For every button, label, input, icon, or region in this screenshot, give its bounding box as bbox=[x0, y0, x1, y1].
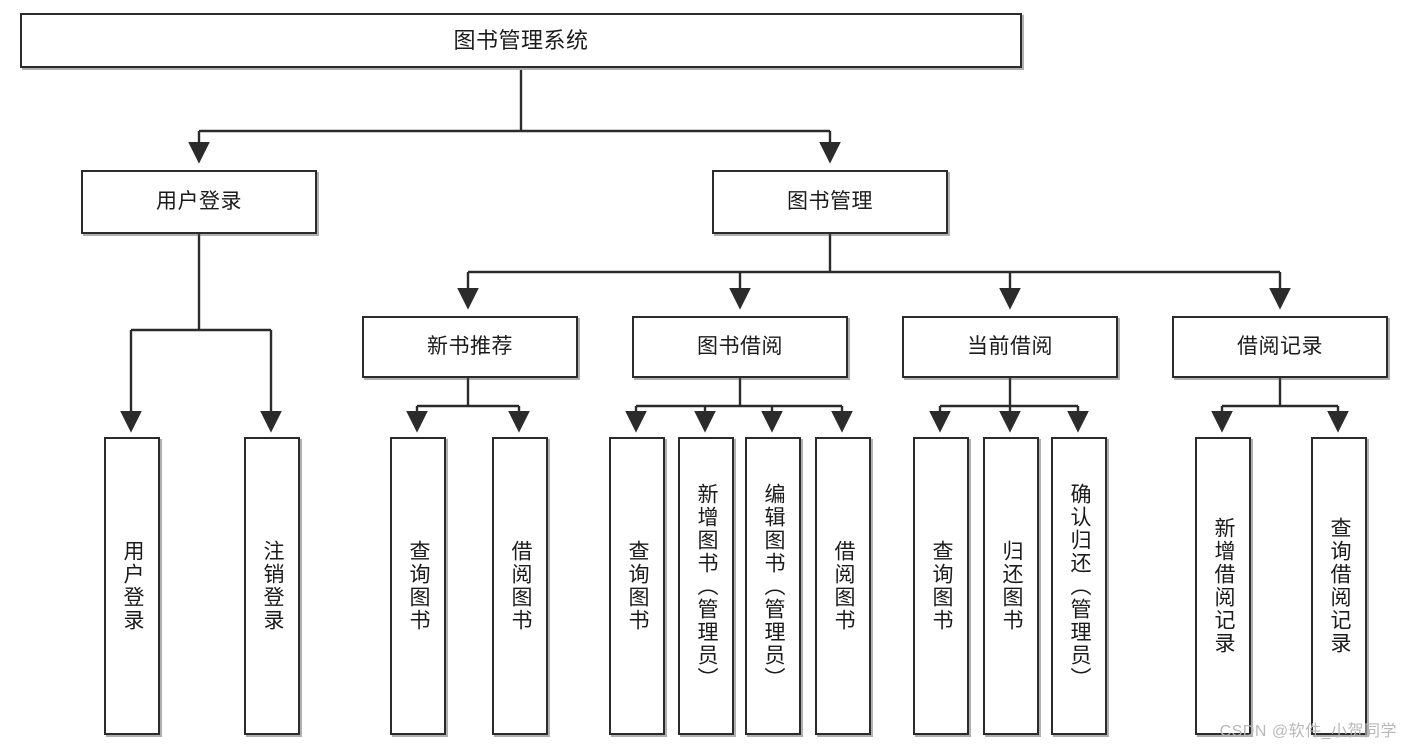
node-label: 新增图书（管理员） bbox=[695, 482, 719, 690]
node-label: 借阅记录 bbox=[1237, 334, 1323, 358]
node-label: 查询图书 bbox=[626, 540, 650, 632]
leaf-records-query-record[interactable]: 查询借阅记录 bbox=[1311, 437, 1367, 735]
node-label: 归还图书 bbox=[1000, 540, 1024, 632]
leaf-borrow-borrow-book[interactable]: 借阅图书 bbox=[815, 437, 871, 735]
node-label: 借阅图书 bbox=[832, 540, 856, 632]
node-book-borrow[interactable]: 图书借阅 bbox=[632, 316, 848, 378]
node-label: 当前借阅 bbox=[967, 334, 1053, 358]
node-book-management[interactable]: 图书管理 bbox=[712, 170, 948, 234]
node-label: 用户登录 bbox=[121, 540, 145, 632]
node-label: 新增借阅记录 bbox=[1212, 517, 1236, 655]
leaf-user-login[interactable]: 用户登录 bbox=[104, 437, 160, 735]
node-label: 图书借阅 bbox=[697, 334, 783, 358]
leaf-records-add-record[interactable]: 新增借阅记录 bbox=[1195, 437, 1251, 735]
leaf-borrow-query-book[interactable]: 查询图书 bbox=[609, 437, 665, 735]
node-current-borrow[interactable]: 当前借阅 bbox=[902, 316, 1118, 378]
node-label: 借阅图书 bbox=[509, 540, 533, 632]
watermark-text: CSDN @软件_小贺同学 bbox=[1219, 723, 1397, 740]
leaf-newbook-query-book[interactable]: 查询图书 bbox=[390, 437, 446, 735]
leaf-current-return-book[interactable]: 归还图书 bbox=[983, 437, 1039, 735]
node-label: 图书管理系统 bbox=[453, 27, 589, 53]
node-label: 确认归还（管理员） bbox=[1068, 482, 1092, 690]
node-new-book-recommend[interactable]: 新书推荐 bbox=[362, 316, 578, 378]
node-label: 编辑图书（管理员） bbox=[762, 482, 786, 690]
leaf-newbook-borrow-book[interactable]: 借阅图书 bbox=[492, 437, 548, 735]
leaf-current-confirm-return-admin[interactable]: 确认归还（管理员） bbox=[1051, 437, 1107, 735]
leaf-borrow-edit-book-admin[interactable]: 编辑图书（管理员） bbox=[745, 437, 801, 735]
node-label: 查询图书 bbox=[930, 540, 954, 632]
node-label: 注销登录 bbox=[261, 540, 285, 632]
node-label: 查询图书 bbox=[407, 540, 431, 632]
node-label: 图书管理 bbox=[787, 189, 873, 213]
leaf-user-logout[interactable]: 注销登录 bbox=[244, 437, 300, 735]
node-root-system[interactable]: 图书管理系统 bbox=[20, 13, 1022, 68]
leaf-current-query-book[interactable]: 查询图书 bbox=[913, 437, 969, 735]
node-borrow-records[interactable]: 借阅记录 bbox=[1172, 316, 1388, 378]
node-label: 用户登录 bbox=[156, 189, 242, 213]
node-label: 新书推荐 bbox=[427, 334, 513, 358]
leaf-borrow-add-book-admin[interactable]: 新增图书（管理员） bbox=[678, 437, 734, 735]
node-label: 查询借阅记录 bbox=[1328, 517, 1352, 655]
node-user-login[interactable]: 用户登录 bbox=[81, 170, 317, 234]
